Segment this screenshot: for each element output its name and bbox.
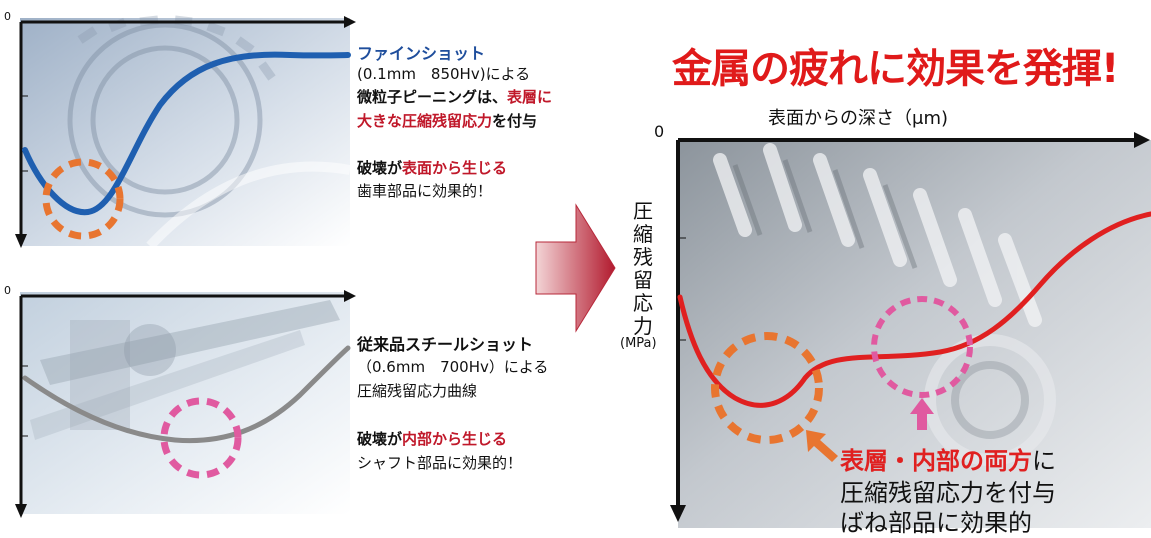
fine-shot-axes <box>19 20 348 238</box>
y-axis-unit: (MPa) <box>620 336 657 351</box>
steel-shot-desc: 圧縮残留応力曲線 <box>357 382 478 400</box>
main-surface-circle <box>711 332 823 444</box>
fine-axis-zero: 0 <box>4 10 11 23</box>
y-axis-label: 圧縮残留応力 <box>633 199 653 338</box>
steel-axis-zero: 0 <box>4 284 11 297</box>
fine-x-arrowhead <box>344 16 356 28</box>
steel-shot-spec: （0.6mm 700Hv）による <box>357 358 549 376</box>
callout-arrow-icon <box>806 430 838 462</box>
fine-shot-curve <box>22 51 351 216</box>
fine-shot-desc-1: 微粒子ピーニングは、表層に <box>357 88 553 106</box>
up-arrow-icon <box>910 398 934 430</box>
main-x-arrowhead <box>1134 132 1150 148</box>
gear-background <box>20 15 351 250</box>
main-axes <box>676 138 1138 510</box>
main-internal-circle <box>871 296 973 398</box>
steel-internal-circle <box>160 397 242 479</box>
headline: 金属の疲れに効果を発揮! <box>672 46 1119 92</box>
steel-shot-effect: シャフト部品に効果的！ <box>357 454 523 472</box>
fine-shot-failure: 破壊が表面から生じる <box>357 159 508 177</box>
spring-background <box>678 140 1151 528</box>
x-axis-label: 表面からの深さ（μm) <box>768 108 949 129</box>
steel-shot-axes <box>19 294 348 508</box>
steel-shot-failure: 破壊が内部から生じる <box>357 430 508 448</box>
callout-line-2: 圧縮残留応力を付与 <box>840 479 1056 507</box>
callout-title: 表層・内部の両方に <box>840 447 1056 475</box>
fine-shot-effect: 歯車部品に効果的！ <box>357 182 493 200</box>
right-arrow-icon <box>535 203 616 333</box>
main-y-arrowhead <box>670 505 686 522</box>
steel-x-arrowhead <box>344 290 356 302</box>
steel-shot-curve <box>22 345 351 444</box>
main-stress-curve <box>677 211 1151 408</box>
fine-shot-title: ファインショット <box>357 44 486 63</box>
callout-line-3: ばね部品に効果的 <box>840 509 1032 537</box>
steel-shot-title: 従来品スチールショット <box>357 335 534 354</box>
steel-y-arrowhead <box>15 504 27 518</box>
fine-shot-spec: (0.1mm 850Hv)による <box>357 65 531 83</box>
main-axis-zero: 0 <box>654 122 665 141</box>
fine-surface-circle <box>42 158 124 240</box>
fine-y-arrowhead <box>15 234 27 248</box>
fine-shot-desc-2: 大きな圧縮残留応力を付与 <box>357 112 538 130</box>
shaft-background <box>20 292 350 514</box>
